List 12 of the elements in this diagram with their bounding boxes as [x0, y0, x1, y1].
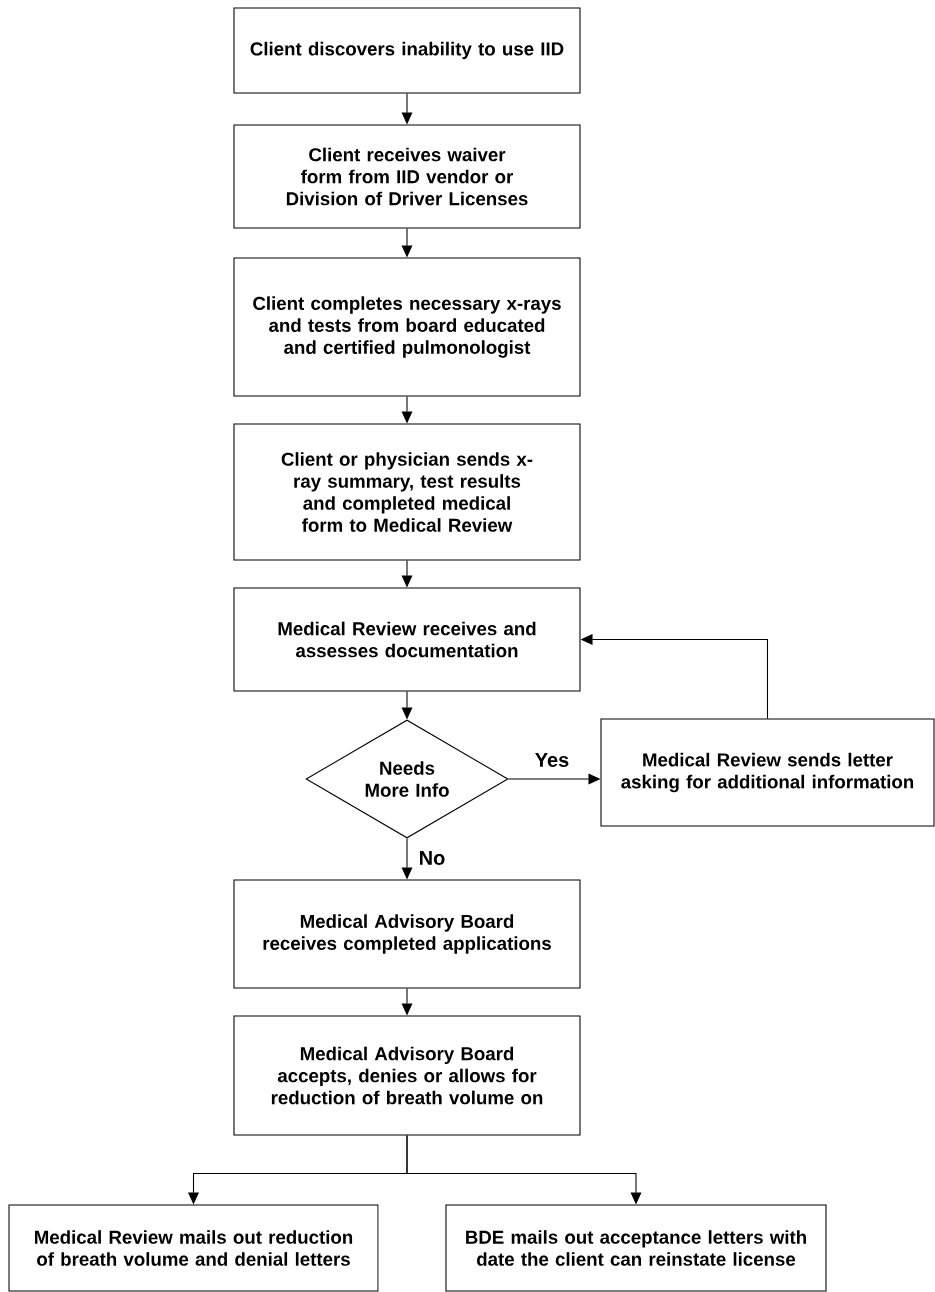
edge-label: Yes: [533, 751, 571, 769]
process-box: Client discovers inability to use IID: [233, 7, 581, 94]
process-box: Medical Review sends letter asking for additional information: [600, 718, 935, 827]
process-box: BDE mails out acceptance letters with date the client can reinstate license: [445, 1204, 827, 1292]
process-box: Medical Advisory Board accepts, denies or allows for reduction of breath volume on: [233, 1015, 581, 1136]
process-box: Client or physician sends x-ray summary, test results and completed medical form to Medical Review: [233, 423, 581, 561]
edge-label: No: [417, 849, 447, 867]
process-box: Client receives waiver form from IID vendor or Division of Driver Licenses: [233, 124, 581, 229]
process-box: Medical Review mails out reduction of breath volume and denial letters: [8, 1204, 379, 1292]
process-box: Medical Review receives and assesses documentation: [233, 587, 581, 692]
process-box: Client completes necessary x-rays and tests from board educated and certified pulmonologist: [233, 257, 581, 397]
process-box: Medical Advisory Board receives completed applications: [233, 879, 581, 989]
